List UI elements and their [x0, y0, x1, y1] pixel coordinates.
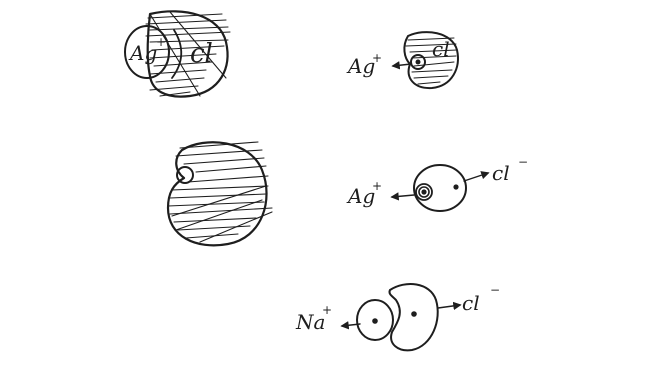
bottom-na-label: Na — [295, 310, 325, 334]
middle-right-inner-ring-outer — [415, 183, 433, 201]
bottom-cl-blob — [388, 283, 439, 352]
top-right-arrow — [391, 61, 412, 70]
bottom-na-dot — [372, 318, 378, 324]
top-left-ag-charge: + — [156, 35, 166, 49]
middle-left-blob-outline — [166, 141, 268, 247]
middle-right-inner-dot — [421, 189, 427, 195]
top-right-inner-dot — [415, 59, 421, 65]
middle-right-ion-circle — [413, 164, 467, 212]
top-left-cl-label: cl — [190, 39, 213, 69]
middle-right-right-arrow — [463, 171, 490, 182]
top-left-ion-pair: Ag + cl — [124, 10, 231, 98]
middle-left-hatching — [167, 141, 273, 243]
bottom-ion-pair: Na + cl − — [295, 283, 500, 352]
top-right-cl-blob-outline — [403, 31, 459, 90]
top-left-ag-label: Ag — [128, 41, 157, 65]
top-left-gap-arc — [171, 29, 183, 79]
bottom-right-arrow — [437, 301, 462, 311]
top-right-ion-pair: Ag + cl — [346, 31, 459, 90]
bottom-na-charge: + — [322, 303, 332, 317]
bottom-na-circle — [356, 299, 394, 341]
top-left-ag-circle — [124, 25, 170, 79]
top-right-ag-charge: + — [372, 51, 382, 65]
top-right-inner-ring — [410, 54, 426, 70]
middle-right-ion-pair: Ag + cl − — [346, 155, 528, 212]
bottom-cl-label: cl — [462, 291, 480, 315]
middle-right-ag-label: Ag — [346, 184, 375, 208]
bottom-cl-charge: − — [490, 283, 500, 297]
middle-right-cl-charge: − — [518, 155, 528, 169]
middle-left-small-circle — [176, 166, 194, 184]
bottom-cl-dot — [411, 311, 417, 317]
middle-left-blob — [166, 141, 273, 247]
top-left-hatching — [145, 11, 231, 97]
middle-right-cl-label: cl — [492, 161, 510, 185]
middle-right-inner-ring — [418, 186, 430, 198]
top-right-cl-label: cl — [432, 37, 450, 61]
middle-right-left-arrow — [390, 192, 415, 201]
middle-right-ag-charge: + — [372, 179, 382, 193]
top-right-hatching — [405, 37, 458, 85]
middle-right-right-dot — [453, 184, 459, 190]
top-right-ag-label: Ag — [346, 54, 375, 78]
